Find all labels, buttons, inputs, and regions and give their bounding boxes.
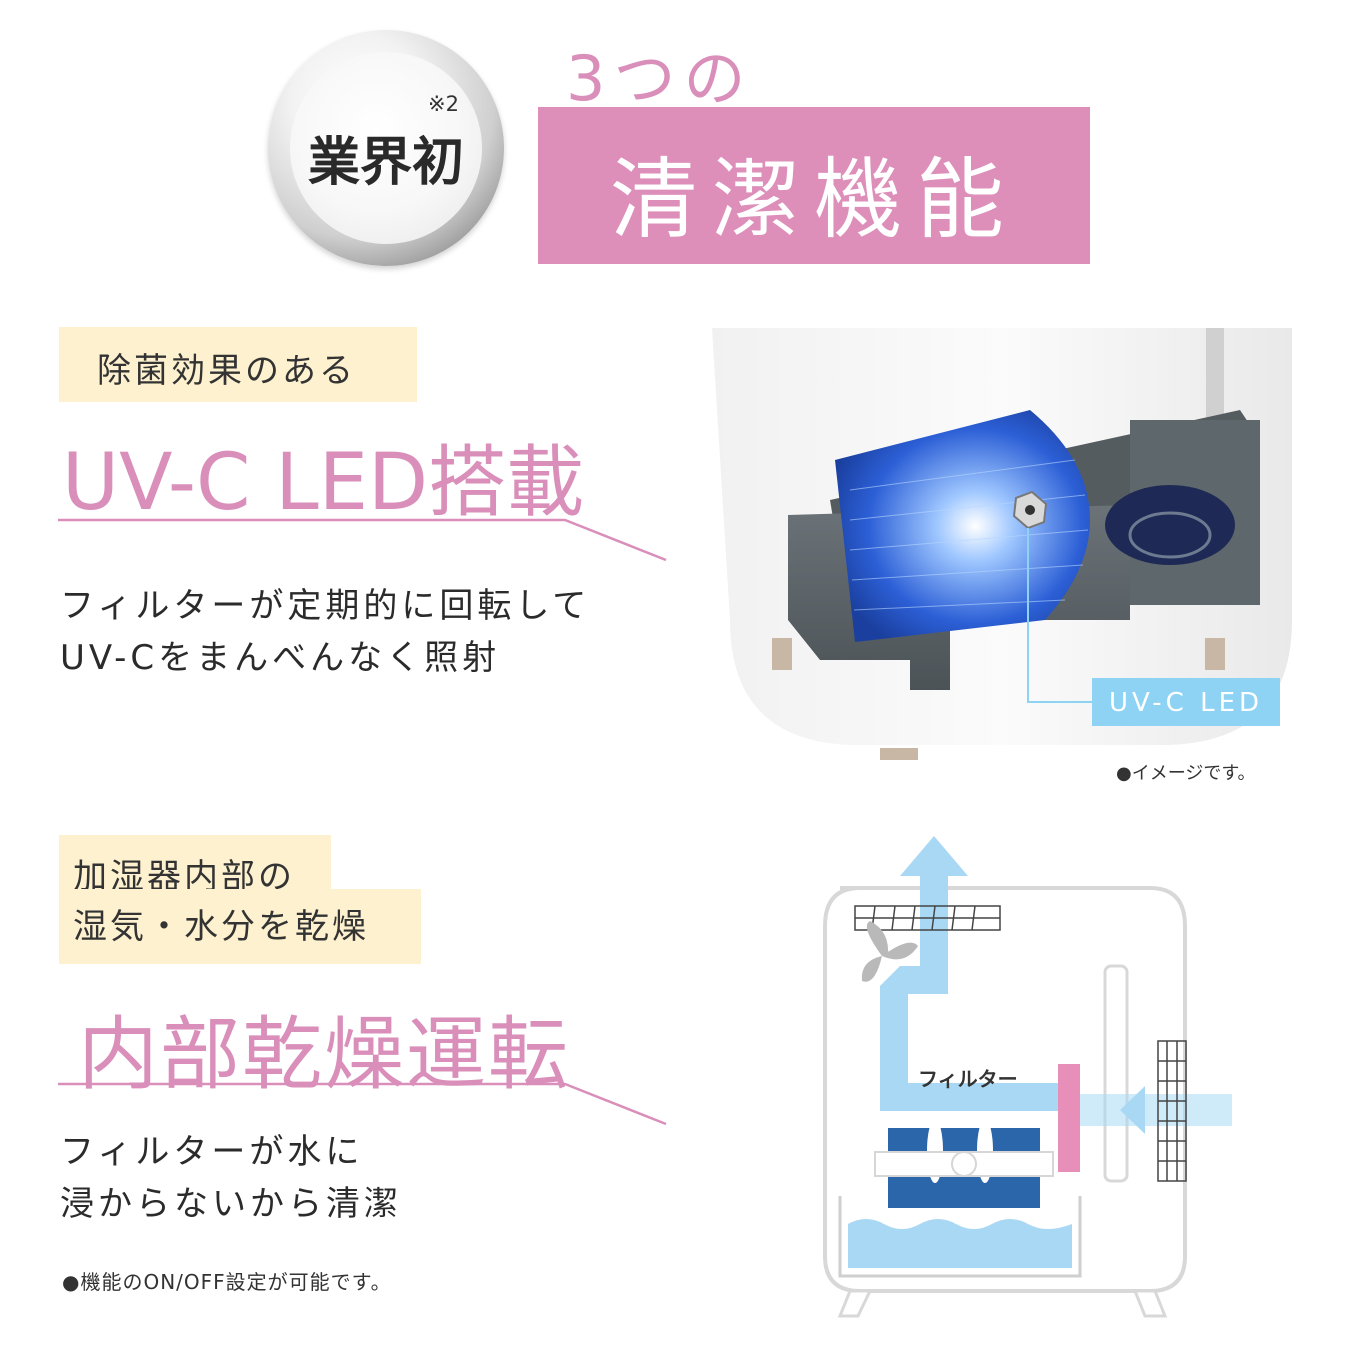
feature1-description-line2: UV-Cをまんべんなく照射 (60, 638, 501, 678)
fan-icon (861, 921, 918, 982)
feature2-underline (58, 1082, 667, 1126)
incoming-air (1072, 1094, 1232, 1126)
filter-drum (888, 1128, 1040, 1208)
intake-grille-icon (1157, 1040, 1187, 1182)
uvc-product-illustration: UV-C LED (712, 328, 1292, 760)
diagram-water (848, 1219, 1072, 1268)
feature1-underline (58, 518, 667, 562)
feature1-heading: UV-C LED搭載 (62, 438, 585, 528)
diagram-leg-right (1132, 1289, 1168, 1318)
drying-diagram: フィルター (823, 836, 1232, 1318)
feature1-description-line1: フィルターが定期的に回転して (60, 586, 591, 626)
badge-footnote: ※2 (428, 92, 459, 116)
leg-right (1205, 638, 1225, 670)
feature1-tag-label: 除菌効果のある (97, 351, 356, 391)
diagram-leg-left (837, 1289, 873, 1318)
inflow-arrow-icon (1120, 1086, 1145, 1134)
diagram-gauge (1103, 964, 1129, 1183)
leg-front-left (880, 748, 918, 760)
title-banner: 清潔機能 (538, 107, 1090, 264)
led-callout-line (1027, 528, 1092, 703)
feature2-description-line2: 浸からないから清潔 (60, 1184, 402, 1224)
led-callout-label: UV-C LED (1109, 688, 1263, 718)
image-disclaimer: ●イメージです。 (1116, 763, 1256, 784)
pink-filter-bar (1058, 1064, 1080, 1172)
feature2-description-line1: フィルターが水に (60, 1132, 364, 1172)
rotating-filter (835, 410, 1090, 642)
badge-label: 業界初 (307, 133, 464, 193)
page-subtitle: 3つの (566, 42, 754, 115)
tray-well-ring (1128, 511, 1212, 559)
leg-left (772, 638, 792, 670)
feature2-tag-line2: 湿気・水分を乾燥 (73, 907, 369, 947)
diagram-tank-outline (838, 1196, 1082, 1278)
feature2-tag-line1-box: 加湿器内部の (59, 835, 331, 897)
filter-hub (951, 1151, 977, 1177)
page-title: 清潔機能 (609, 148, 1018, 251)
led-center-dot (1025, 505, 1035, 515)
filter-label: フィルター (918, 1067, 1018, 1091)
led-callout-box (1092, 678, 1280, 726)
tray-well (1105, 485, 1235, 565)
feature2-heading: 内部乾燥運転 (78, 1008, 570, 1101)
industry-first-badge: ※2 業界初 (268, 30, 504, 266)
badge-inner-circle (290, 52, 482, 244)
setting-note: ●機能のON/OFF設定が可能です。 (62, 1270, 392, 1294)
filter-mesh-lines (849, 459, 1089, 611)
feature2-tag-line2-box: 湿気・水分を乾燥 (59, 889, 421, 964)
airflow-path (880, 836, 1060, 1111)
feature1-tag: 除菌効果のある (59, 327, 417, 402)
